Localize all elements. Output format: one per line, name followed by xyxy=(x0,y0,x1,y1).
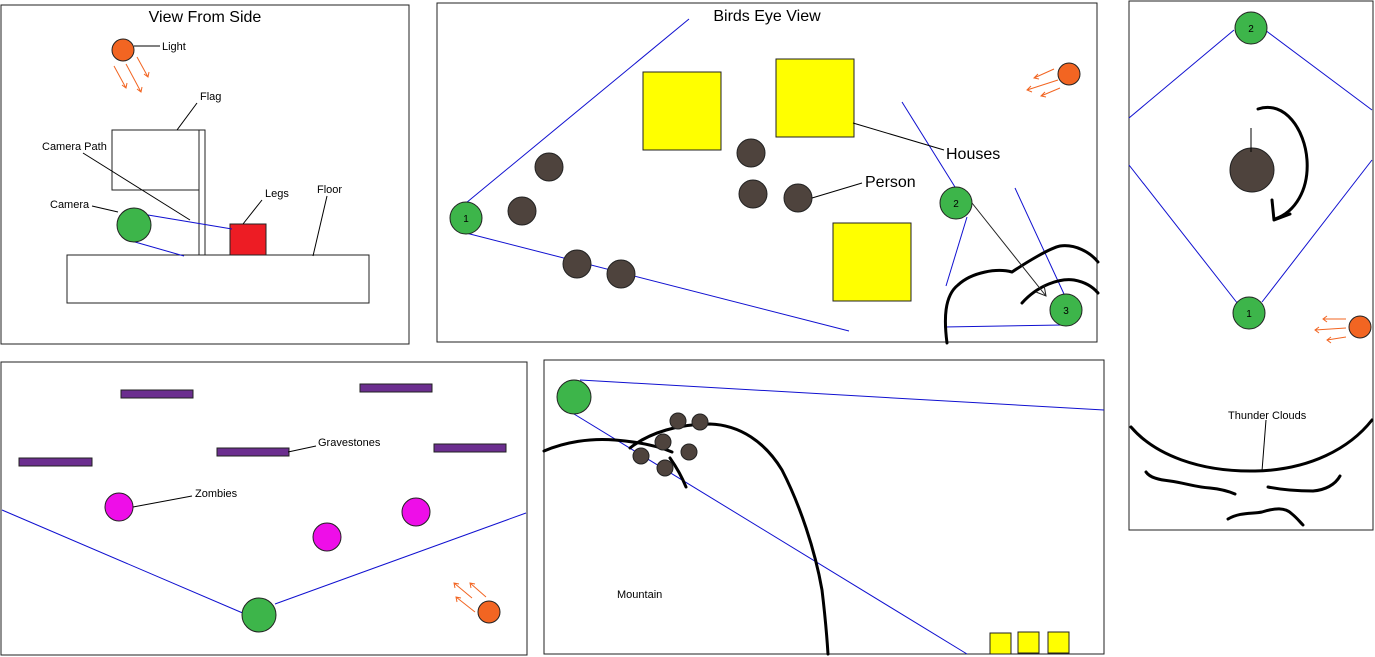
hill-line xyxy=(1020,278,1100,305)
zombie-icon xyxy=(401,497,431,527)
person-icon xyxy=(656,459,674,477)
zombie-icon xyxy=(312,522,342,552)
light-icon xyxy=(477,600,501,624)
camera-move-arrow xyxy=(971,202,1047,297)
gravestone-shape xyxy=(216,447,290,457)
gravestone-shape xyxy=(359,383,433,393)
light-icon xyxy=(1348,315,1372,339)
hill-line xyxy=(943,244,1100,345)
panel-birds-eye-view: Birds Eye View 1 2 3 xyxy=(436,2,1100,345)
cloud-line xyxy=(1129,418,1374,473)
light-rays xyxy=(113,56,150,93)
orbit-arrow-head xyxy=(1270,198,1292,222)
camera-icon xyxy=(939,186,973,220)
camera-number: 2 xyxy=(1248,24,1254,35)
camera-icon xyxy=(241,597,277,633)
thunder-clouds-label: Thunder Clouds xyxy=(1228,410,1307,422)
person-icon xyxy=(632,447,650,465)
camera-icon xyxy=(556,379,592,415)
person-icon xyxy=(783,183,813,213)
person-icon xyxy=(507,196,537,226)
house-shape xyxy=(642,71,722,151)
camera-number: 1 xyxy=(463,214,469,225)
camera-path-label: Camera Path xyxy=(42,141,107,153)
gravestone-shape xyxy=(120,389,194,399)
light-rays xyxy=(453,582,487,613)
cloud-line xyxy=(1226,507,1305,527)
mountain-label: Mountain xyxy=(617,589,662,601)
houses-label: Houses xyxy=(946,146,1000,163)
camera-icon xyxy=(449,201,483,235)
light-label: Light xyxy=(162,41,186,53)
panel-title: Birds Eye View xyxy=(713,8,821,25)
camera-icon xyxy=(1049,293,1083,327)
gravestone-shape xyxy=(18,457,93,467)
floor-shape xyxy=(66,254,370,304)
person-icon xyxy=(736,138,766,168)
person-icon xyxy=(691,413,709,431)
person-icon xyxy=(534,152,564,182)
zombie-icon xyxy=(104,492,134,522)
floor-label: Floor xyxy=(317,184,342,196)
light-rays xyxy=(1314,315,1347,344)
person-icon xyxy=(669,412,687,430)
flag-label: Flag xyxy=(200,91,221,103)
person-icon xyxy=(1229,147,1275,193)
cloud-line xyxy=(1144,470,1237,496)
person-icon xyxy=(562,249,592,279)
camera-icon xyxy=(1232,296,1266,330)
light-icon xyxy=(1057,62,1081,86)
light-rays xyxy=(1026,68,1061,98)
mountain-line xyxy=(668,456,688,489)
camera-number: 2 xyxy=(953,199,959,210)
orbit-arrow xyxy=(1256,105,1309,221)
house-shape xyxy=(1017,631,1040,654)
flag-pole xyxy=(198,129,206,256)
person-label: Person xyxy=(865,174,916,191)
camera-icon xyxy=(1234,11,1268,45)
cloud-line xyxy=(1266,474,1342,493)
house-shape xyxy=(989,632,1012,655)
camera-number: 1 xyxy=(1246,309,1252,320)
panel-mountain: Mountain xyxy=(542,359,1105,656)
person-icon xyxy=(654,433,672,451)
panel-frame xyxy=(1128,0,1374,531)
camera-path-line xyxy=(147,214,233,230)
house-shape xyxy=(1047,631,1070,654)
flag-shape xyxy=(111,129,200,191)
gravestone-shape xyxy=(433,443,507,453)
camera-number: 3 xyxy=(1063,306,1069,317)
light-icon xyxy=(111,38,135,62)
person-icon xyxy=(680,443,698,461)
camera-path-line xyxy=(127,239,185,257)
panel-title: View From Side xyxy=(149,9,262,26)
zombies-label: Zombies xyxy=(195,488,238,500)
camera-label: Camera xyxy=(50,199,90,211)
house-shape xyxy=(832,222,912,302)
house-shape xyxy=(775,58,855,138)
panel-thunder-clouds: 2 1 Thunder Clouds xyxy=(1128,0,1374,531)
person-icon xyxy=(606,259,636,289)
camera-icon xyxy=(116,207,152,243)
person-icon xyxy=(738,179,768,209)
panel-graveyard: Gravestones Zombies xyxy=(0,361,528,656)
panel-view-from-side: View From Side Light Flag Camera Path Ca… xyxy=(0,4,410,345)
gravestones-label: Gravestones xyxy=(318,437,381,449)
legs-label: Legs xyxy=(265,188,289,200)
legs-shape xyxy=(229,223,267,256)
